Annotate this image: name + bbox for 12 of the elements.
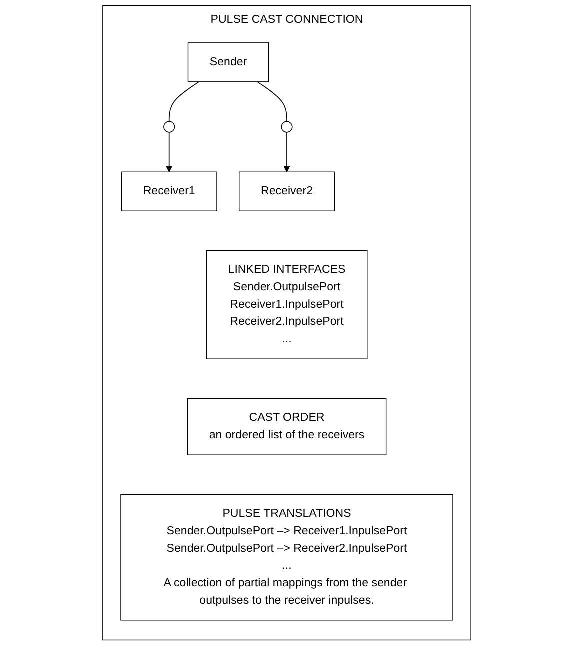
connector bbox=[168, 82, 200, 122]
node-circle bbox=[164, 121, 176, 133]
node-box bbox=[188, 42, 270, 82]
node-box bbox=[121, 172, 218, 212]
node-circle bbox=[281, 121, 293, 133]
node-box bbox=[187, 398, 387, 456]
node-box bbox=[120, 494, 454, 621]
arrow bbox=[284, 132, 290, 172]
connector bbox=[257, 82, 288, 122]
node-box bbox=[238, 172, 335, 212]
arrow bbox=[166, 132, 173, 172]
node-box bbox=[206, 250, 368, 360]
